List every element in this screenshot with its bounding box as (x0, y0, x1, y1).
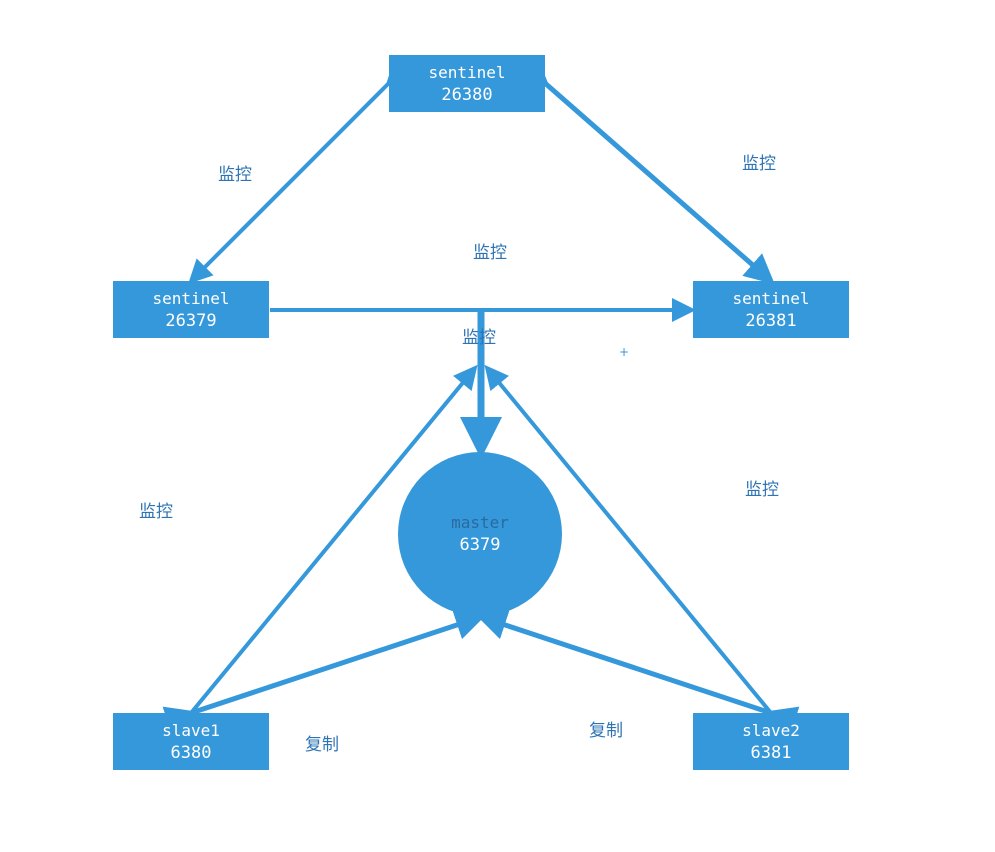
monitor-label-bottom-right: 监控 (745, 480, 779, 500)
edge-sentinel26380-sentinel26381 (517, 56, 775, 285)
node-name: sentinel (732, 288, 810, 308)
slave2-node[interactable]: slave2 6381 (693, 713, 849, 770)
master-node[interactable]: master 6379 (398, 452, 562, 616)
monitor-label-center: 监控 (462, 328, 496, 348)
replicate-label-right: 复制 (589, 721, 623, 741)
sentinel-26381-node[interactable]: sentinel 26381 (693, 281, 849, 338)
node-port: 26380 (441, 84, 493, 105)
edge-slave2-master (476, 610, 800, 736)
monitor-label-top-left: 监控 (218, 165, 252, 185)
node-name: sentinel (428, 62, 506, 82)
node-port: 26381 (745, 310, 797, 331)
monitor-label-bottom-left: 监控 (139, 502, 173, 522)
edge-sentinel26380-sentinel26379 (188, 61, 411, 284)
node-port: 6380 (170, 742, 212, 763)
sentinel-26379-node[interactable]: sentinel 26379 (113, 281, 269, 338)
node-port: 6381 (750, 742, 792, 763)
sentinel-26380-node[interactable]: sentinel 26380 (389, 55, 545, 112)
slave1-node[interactable]: slave1 6380 (113, 713, 269, 770)
cursor-crosshair-icon: + (619, 345, 630, 359)
monitor-label-center-top: 监控 (473, 243, 507, 263)
node-name: slave1 (162, 720, 220, 740)
node-port: 26379 (165, 310, 217, 331)
node-name: master (451, 513, 509, 532)
monitor-label-top-right: 监控 (742, 154, 776, 174)
edge-slave1-master (162, 610, 486, 736)
node-name: slave2 (742, 720, 800, 740)
node-port: 6379 (459, 535, 501, 555)
replicate-label-left: 复制 (305, 735, 339, 755)
node-name: sentinel (152, 288, 230, 308)
